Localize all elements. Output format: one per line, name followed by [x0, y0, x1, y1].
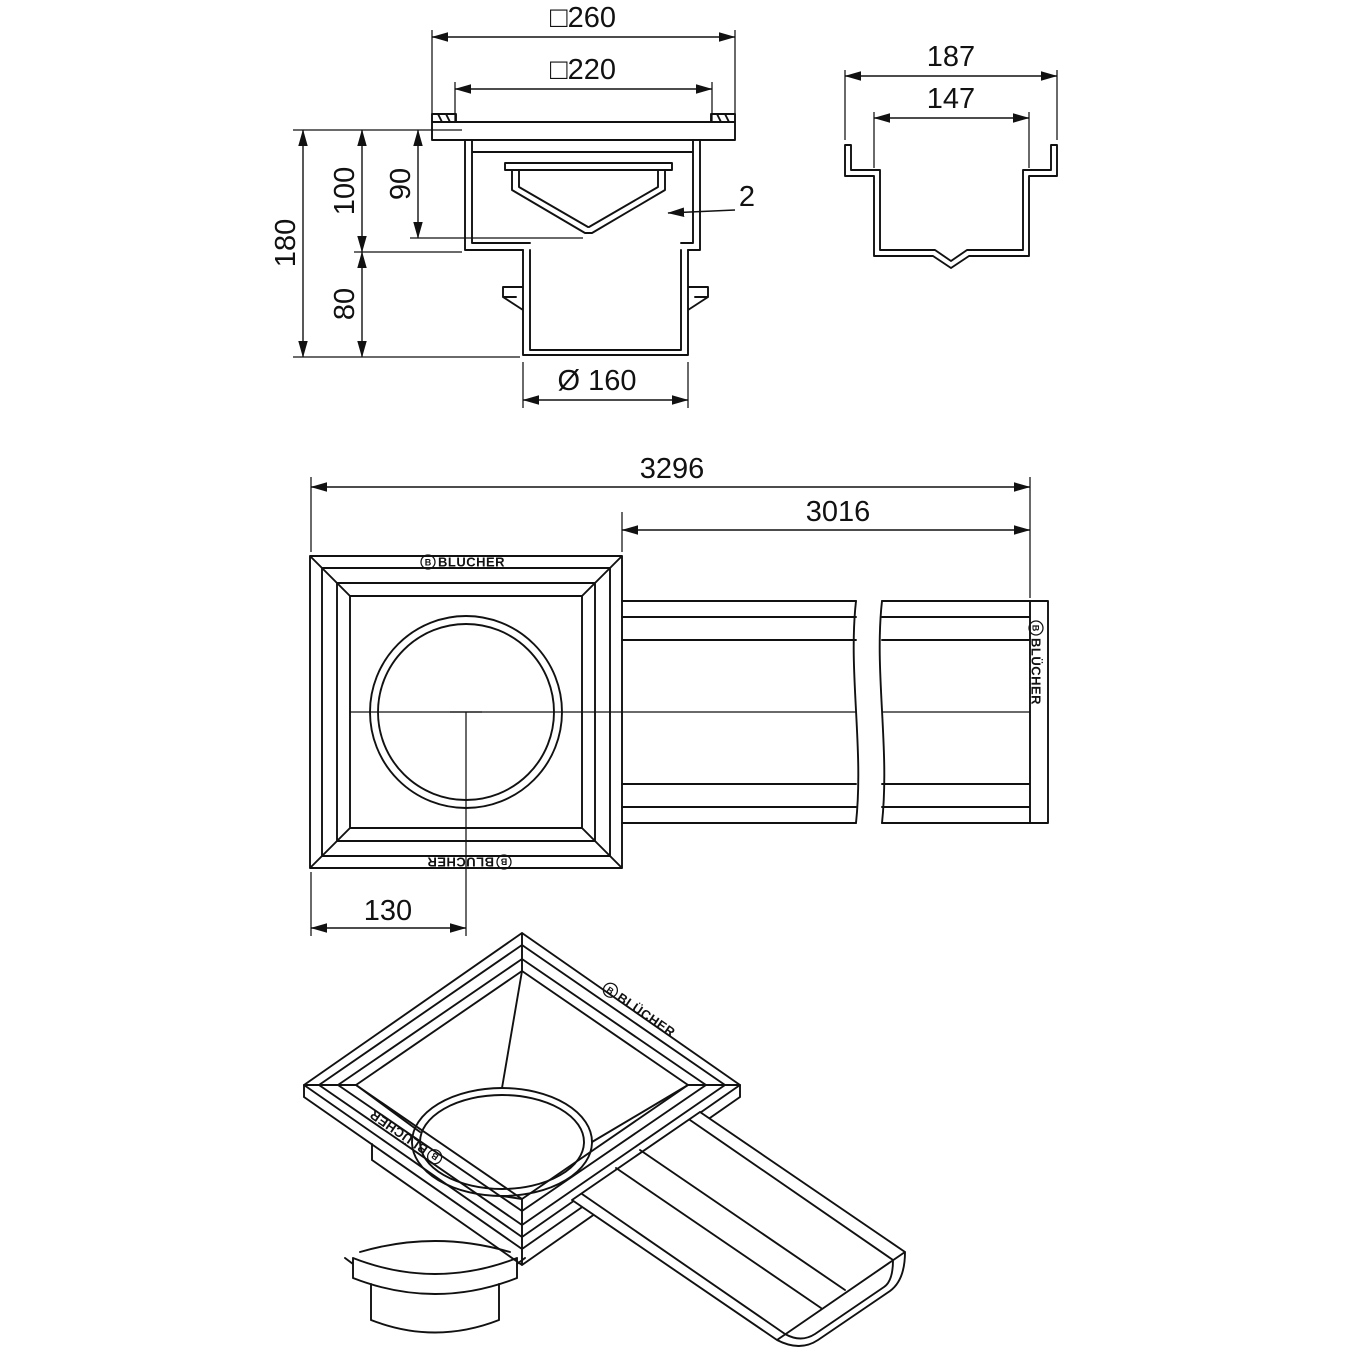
- dim-total-length: 3296: [640, 453, 705, 485]
- isometric-view: B BLÜCHER B BLÜCHER: [303, 932, 906, 1347]
- dim-inner-frame-width: □220: [550, 54, 616, 86]
- plan-view: 3296 3016 130 B BLÜCHER B BLÜCHER B BLÜC…: [309, 453, 1049, 936]
- channel-profile-outline: [844, 144, 1058, 269]
- front-body-outline: [464, 139, 701, 251]
- side-section-view: 187 147: [844, 41, 1058, 269]
- blucher-logo-mark-icon: [1028, 620, 1044, 636]
- plan-extension-lines: [310, 477, 1031, 936]
- iso-outlet-pipe: [344, 1240, 526, 1334]
- leader-wall-thickness: [667, 207, 736, 218]
- dim-funnel-depth: 90: [385, 168, 417, 200]
- front-flange-outline: [431, 113, 736, 141]
- blucher-logo-top: B BLÜCHER: [420, 554, 505, 570]
- front-extension-lines: [293, 30, 736, 408]
- blucher-logo-mark-letter: B: [605, 985, 616, 997]
- dim-outlet-offset: 130: [364, 895, 412, 927]
- iso-channel-lines: [571, 1111, 906, 1347]
- blucher-logo-mark-letter: B: [429, 1150, 440, 1162]
- dim-outer-frame-width: □260: [550, 2, 616, 34]
- iso-funnel-slopes: [355, 970, 689, 1200]
- blucher-logo-endcap: B BLÜCHER: [1028, 620, 1044, 705]
- iso-outlet-ellipse-inner: [419, 1094, 585, 1190]
- front-spigot-outline: [502, 249, 709, 356]
- blucher-logo-text: BLÜCHER: [438, 555, 505, 570]
- plan-square-frames: [309, 555, 623, 869]
- blucher-logo-mark-icon: [602, 982, 619, 998]
- blucher-logo-mark-letter: B: [1031, 625, 1041, 632]
- blucher-logo-text: BLÜCHER: [427, 855, 494, 870]
- dim-channel-outer-width: 187: [927, 41, 975, 73]
- iso-channel-mask: [572, 1112, 905, 1340]
- dim-wall-thickness: 2: [739, 181, 755, 213]
- front-funnel-outline: [504, 162, 673, 234]
- front-section-view: □260 □220 180 100 90 80 Ø 160 2: [270, 2, 755, 408]
- dim-outlet-diameter: Ø 160: [558, 365, 637, 397]
- dim-total-height: 180: [270, 219, 302, 267]
- blucher-logo-mark-letter: B: [500, 857, 507, 867]
- blucher-logo-mark-letter: B: [425, 558, 432, 568]
- plan-break-lines: [852, 600, 886, 824]
- dim-lower-height: 80: [329, 288, 361, 320]
- blucher-logo-iso-top: B BLÜCHER: [602, 982, 678, 1040]
- blucher-logo-bottom: B BLÜCHER: [427, 854, 512, 870]
- dim-channel-length: 3016: [806, 496, 871, 528]
- plan-channel-lines: [621, 600, 1049, 824]
- dim-channel-inner-width: 147: [927, 83, 975, 115]
- blucher-logo-mark-icon: [496, 854, 512, 870]
- blucher-logo-mark-icon: [420, 554, 436, 570]
- dim-upper-height: 100: [329, 167, 361, 215]
- blucher-logo-mark-icon: [426, 1149, 443, 1165]
- plan-outlet-centermark: [450, 711, 482, 936]
- side-extension-lines: [844, 70, 1058, 168]
- blucher-logo-text: BLÜCHER: [1029, 638, 1044, 705]
